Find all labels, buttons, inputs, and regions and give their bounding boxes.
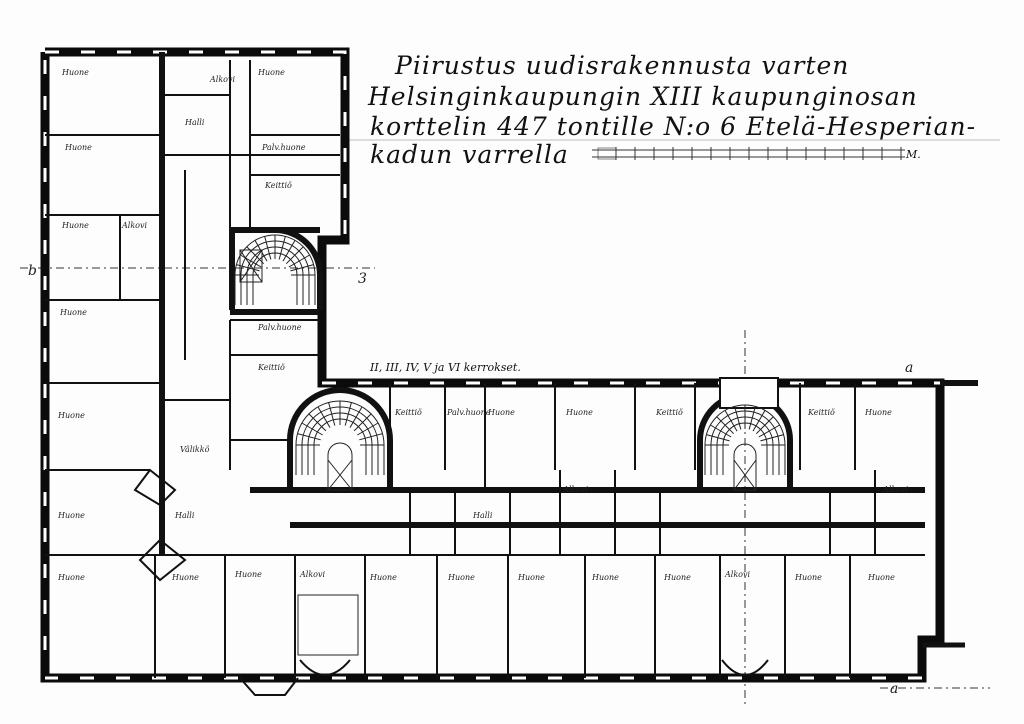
stair-tread — [349, 406, 363, 428]
stair-tread — [359, 433, 383, 441]
stair-tread — [328, 402, 336, 426]
room-label: Halli — [472, 511, 493, 520]
stair-tread — [716, 416, 735, 435]
stair-tread — [282, 240, 296, 262]
stair-tread — [278, 236, 286, 260]
room-label: Huone — [257, 68, 285, 77]
stair-tread — [285, 246, 304, 265]
stair-tread — [755, 416, 774, 435]
room-label: Keittiö — [264, 181, 292, 190]
stair-tread — [264, 236, 272, 260]
stair-tread — [290, 264, 314, 272]
room-label: Huone — [234, 570, 262, 579]
room-label: Keittiö — [394, 408, 422, 417]
floors-note: II, III, IV, V ja VI kerrokset. — [369, 361, 521, 374]
stair-tread — [308, 413, 327, 432]
stair-tread — [710, 424, 732, 438]
room-label: Huone — [864, 408, 892, 417]
room-label: Palv.huone — [446, 408, 491, 417]
stair-tread — [288, 254, 310, 268]
room-label: Huone — [57, 511, 85, 520]
stair-step — [722, 422, 768, 475]
room-label: Alkovi — [121, 221, 148, 230]
room-label: Huone — [663, 573, 691, 582]
staircase-middle — [287, 387, 393, 491]
stair-tread — [748, 406, 756, 430]
stair-tread — [344, 402, 352, 426]
stair-tread — [357, 422, 379, 436]
marker-a-top: a — [905, 360, 913, 376]
room-label: Huone — [369, 573, 397, 582]
room-label: Huone — [61, 221, 89, 230]
stair-tread — [246, 246, 265, 265]
room-label: Keittiö — [807, 408, 835, 417]
staircase-right — [697, 377, 793, 491]
room-label: Huone — [591, 573, 619, 582]
room-label: Välikkö — [180, 445, 210, 454]
room-label: Alkovi — [299, 570, 326, 579]
room-label: Huone — [794, 573, 822, 582]
room-label: Alkovi — [882, 485, 909, 494]
room-label: Keittiö — [257, 363, 285, 372]
room-label: Huone — [487, 408, 515, 417]
room-label: Huone — [565, 408, 593, 417]
room-label: Huone — [57, 573, 85, 582]
marker-a-bottom: a — [890, 681, 898, 697]
title-line-1: Piirustus uudisrakennusta varten — [394, 51, 849, 80]
title-line-4: kadun varrella — [370, 140, 569, 169]
room-label: Palv.huone — [261, 143, 306, 152]
room-label: Huone — [447, 573, 475, 582]
room-label: Huone — [61, 68, 89, 77]
room-label: Palv.huone — [257, 323, 302, 332]
room-label: Huone — [171, 573, 199, 582]
title-block: Piirustus uudisrakennusta varten Helsing… — [367, 51, 976, 169]
stair-tread — [752, 410, 766, 432]
room-label: Alkovi — [724, 570, 751, 579]
scale-unit: M. — [905, 148, 921, 161]
room-label: Keittiö — [655, 408, 683, 417]
stair-tread — [297, 433, 321, 441]
room-label: Huone — [59, 308, 87, 317]
scale-bar: M. — [592, 147, 921, 161]
stair-tread — [734, 406, 742, 430]
stair-tread — [317, 406, 331, 428]
room-label: Halli — [174, 511, 195, 520]
room-label: Alkovi — [562, 485, 589, 494]
stair-tread — [301, 422, 323, 436]
room-label: Huone — [517, 573, 545, 582]
stair-tread — [760, 434, 784, 442]
marker-b-right: 3 — [358, 271, 367, 287]
outer-walls — [40, 47, 978, 683]
room-label: Alkovi — [209, 75, 236, 84]
room-label: Huone — [867, 573, 895, 582]
title-line-2: Helsinginkaupungin XIII kaupunginosan — [367, 82, 918, 111]
room-label: Huone — [64, 143, 92, 152]
room-label: Halli — [184, 118, 205, 127]
staircase-upper — [229, 227, 323, 310]
stair-tread — [758, 424, 780, 438]
stair-tread — [353, 413, 372, 432]
stair-tread — [240, 254, 262, 268]
title-line-3: korttelin 447 tontille N:o 6 Etelä-Hespe… — [370, 112, 976, 141]
room-label: Huone — [57, 411, 85, 420]
partitions — [45, 52, 925, 696]
marker-b-left: b — [28, 263, 37, 279]
stair-tread — [706, 434, 730, 442]
stair-tread — [724, 410, 738, 432]
